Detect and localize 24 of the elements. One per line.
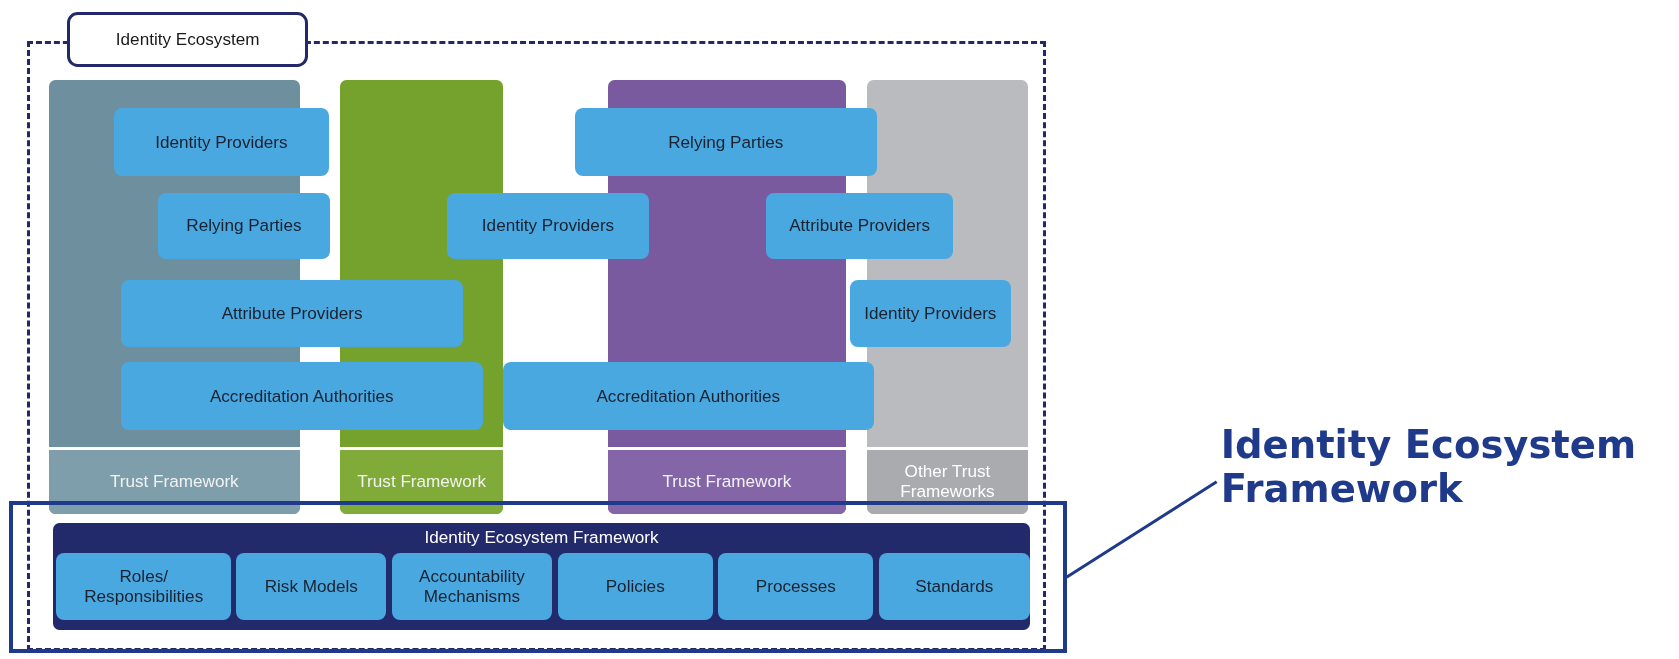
- role-box: Processes: [718, 553, 874, 620]
- role-box: Attribute Providers: [766, 192, 953, 259]
- role-box: Relying Parties: [158, 192, 330, 259]
- role-box: Relying Parties: [574, 107, 877, 177]
- framework-label: Trust Framework: [608, 447, 846, 514]
- title-tab: Identity Ecosystem: [67, 11, 309, 68]
- role-box: Standards: [878, 553, 1030, 620]
- framework-label: Other Trust Frameworks: [867, 447, 1028, 514]
- role-box: Attribute Providers: [120, 280, 464, 347]
- role-box: Identity Providers: [447, 192, 649, 259]
- callout-text: Identity Ecosystem Framework: [1220, 422, 1671, 531]
- framework-label: Trust Framework: [340, 447, 504, 514]
- role-box: Accountability Mechanisms: [391, 553, 553, 620]
- framework-band: [53, 523, 1030, 631]
- role-box: Policies: [557, 553, 713, 620]
- role-box: Identity Providers: [850, 280, 1011, 347]
- framework-label: Trust Framework: [49, 447, 300, 514]
- band-title: Identity Ecosystem Framework: [423, 526, 660, 550]
- role-box: Roles/ Responsibilities: [56, 553, 231, 620]
- role-box: Risk Models: [236, 553, 387, 620]
- role-box: Accreditation Authorities: [503, 361, 874, 431]
- role-box: Identity Providers: [114, 107, 329, 177]
- role-box: Accreditation Authorities: [120, 361, 483, 431]
- leader-line: [1065, 480, 1218, 579]
